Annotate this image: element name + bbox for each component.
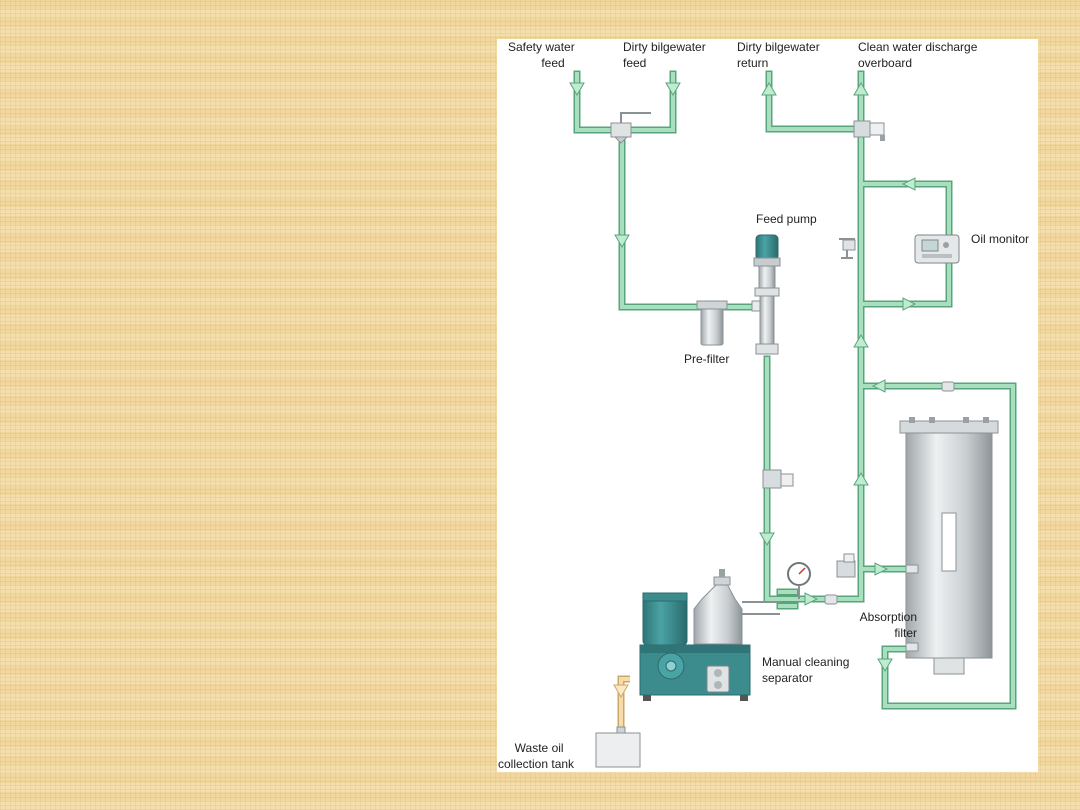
arrow-up-icon [853,82,869,96]
return-valve [853,120,885,141]
label-oil-monitor: Oil monitor [971,232,1030,246]
label-dirty-bilgewater-return: Dirty bilgewater return [737,40,820,70]
label-absorption-filter: Absorption filter [859,610,917,640]
flow-arrows [569,82,917,672]
waste-oil-pipe [613,675,630,727]
label-pre-filter: Pre-filter [684,352,730,366]
inline-fitting [824,381,955,605]
arrow-down-icon [614,234,630,248]
arrow-right-icon [874,562,889,576]
label-waste-oil-collection-tank: Waste oil collection tank [498,741,575,771]
arrow-left-icon [901,177,916,191]
waste-oil-tank [595,726,641,768]
arrow-down-icon [569,82,585,96]
pressure-gauge-icon [787,562,811,599]
label-feed-pump: Feed pump [756,212,817,226]
feed-pump [751,234,781,355]
arrow-up-icon [853,472,869,486]
arrow-up-icon [853,334,869,348]
sampling-valve [839,238,856,259]
arrow-left-icon [871,379,886,393]
label-manual-cleaning-separator: Manual cleaning separator [762,655,850,685]
three-way-valve [610,112,651,144]
label-clean-water-discharge: Clean water discharge overboard [858,40,978,70]
flow-diagram [569,70,1017,768]
absorption-filter [899,417,999,675]
arrow-right-icon [902,297,917,311]
control-valve [836,553,856,578]
pipe-network [573,70,1017,710]
label-safety-water-feed: Safety water feed [508,40,575,70]
label-dirty-bilgewater-feed: Dirty bilgewater feed [623,40,706,70]
arrow-down-icon [877,658,893,672]
pre-filter [696,300,728,346]
manual-cleaning-separator [639,569,780,701]
diagram-panel: Safety water feed Dirty bilgewater feed … [497,39,1038,772]
inlet-valve [762,469,794,489]
arrow-down-icon [665,82,681,96]
arrow-down-icon [759,532,775,546]
arrow-up-icon [761,82,777,96]
oil-monitor [914,234,960,264]
arrow-right-icon [804,592,819,606]
